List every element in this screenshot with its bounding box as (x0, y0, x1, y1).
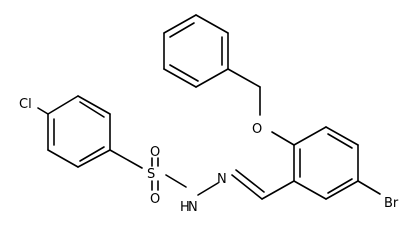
ether-o-label: O (252, 122, 262, 137)
chlorophenyl-ring (47, 95, 111, 168)
ring-s-bond (109, 149, 143, 169)
chlorine-label: Cl (19, 97, 32, 112)
imine-bond-1 (231, 174, 263, 200)
sulfur-label: S (147, 167, 155, 182)
imine-bond-2 (235, 169, 265, 193)
nh-h-label: H (180, 200, 190, 215)
imine-n-label: N (217, 172, 227, 187)
ch2-ring-bond (227, 68, 261, 88)
oxygen-bottom-label: O (150, 192, 160, 207)
n-n-bond (197, 182, 219, 196)
nh-n-label: N (188, 200, 198, 215)
ch-ring-bond (261, 180, 295, 200)
molecule-diagram: Cl S O O H N N Br O (19, 14, 399, 215)
br-bond (357, 180, 381, 195)
cl-bond (37, 107, 49, 115)
oxygen-top-label: O (150, 145, 160, 160)
bromine-label: Br (384, 196, 399, 211)
ring-o-bond (271, 131, 295, 146)
s-nh-bond (165, 174, 187, 188)
bromobenzene-ring (293, 126, 359, 200)
benzyl-ring (163, 14, 229, 88)
structure-canvas: Cl S O O H N N Br O (19, 14, 399, 215)
